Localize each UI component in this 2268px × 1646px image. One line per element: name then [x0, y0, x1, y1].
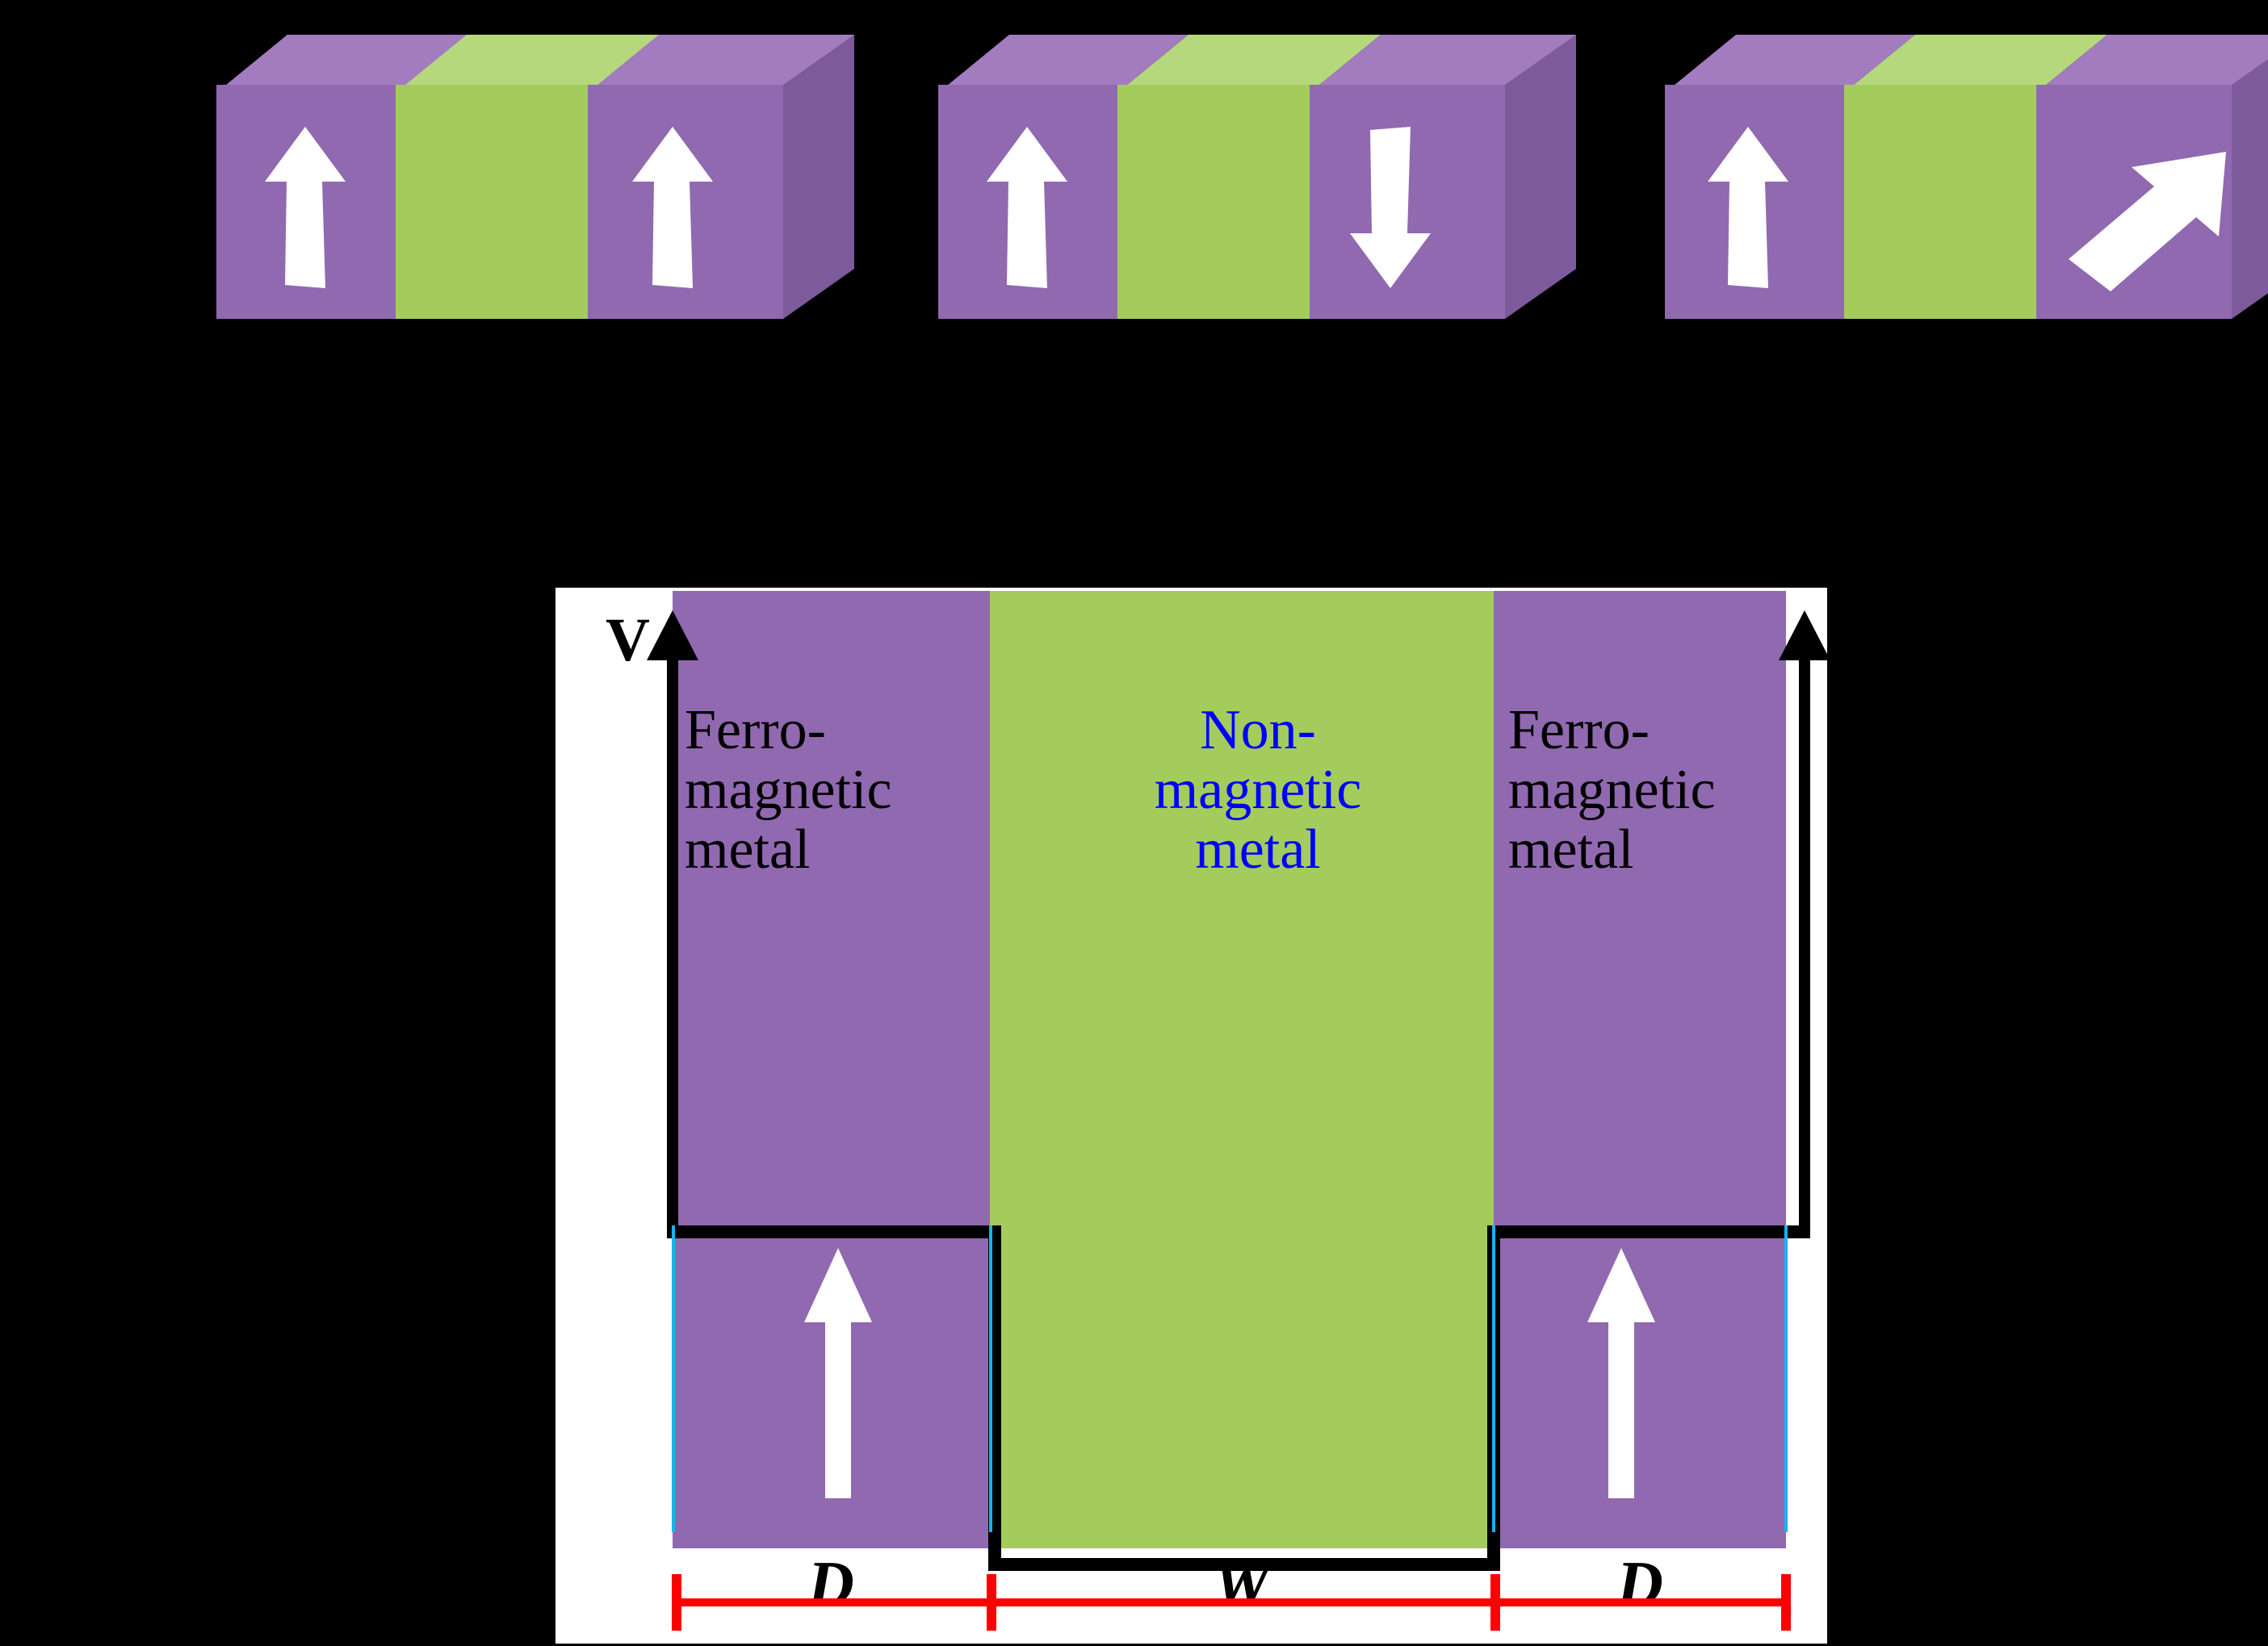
guide-line-right — [1784, 1225, 1788, 1532]
axis-label-v: V — [606, 606, 650, 674]
cube-canted — [1665, 35, 2268, 319]
guide-line-mid-left — [989, 1225, 992, 1532]
right-ferromagnet-band — [1494, 591, 1786, 1548]
arrow-up-icon — [987, 127, 1067, 288]
guide-line-left — [672, 1225, 675, 1532]
cube-parallel — [216, 35, 854, 319]
cube-canted-side — [2232, 59, 2268, 319]
arrow-up-icon — [265, 127, 346, 288]
arrow-down-icon — [1350, 127, 1431, 288]
left-ferromagnet-label-line2: magnetic — [685, 759, 892, 822]
cube-parallel-side — [783, 35, 854, 319]
nonmagnetic-label-line1: Non- — [1200, 699, 1316, 761]
dimension-tick-2 — [1490, 1574, 1500, 1631]
cube-antiparallel-side — [1505, 35, 1576, 319]
dimension-tick-1 — [987, 1574, 996, 1631]
guide-line-mid-right — [1492, 1225, 1495, 1532]
cube-parallel-spacer — [396, 85, 588, 319]
dimension-label-w: W — [1213, 1549, 1271, 1620]
right-ferromagnet-label-line3: metal — [1508, 819, 1634, 882]
cube-antiparallel-lid — [938, 35, 1576, 93]
nonmagnetic-band — [990, 591, 1494, 1548]
potential-well-curve — [647, 610, 1830, 1571]
right-spin-arrow-up-icon — [1587, 1248, 1655, 1498]
nonmagnetic-label-line3: metal — [1195, 819, 1321, 882]
left-ferromagnet-label: Ferro- magnetic metal — [685, 699, 991, 882]
left-ferromagnet-label-line1: Ferro- — [685, 699, 826, 761]
arrow-up-right-icon — [2069, 152, 2226, 291]
dimension-label-d-left: D — [807, 1549, 854, 1620]
potential-profile-panel: V Ferro- magnetic metal Non- magnetic me… — [555, 588, 1830, 1644]
left-spin-arrow-up-icon — [804, 1248, 872, 1498]
right-ferromagnet-label: Ferro- magnetic metal — [1508, 699, 1815, 882]
dimension-line — [673, 1598, 1788, 1606]
left-ferromagnet-label-line3: metal — [685, 819, 811, 882]
nonmagnetic-label: Non- magnetic metal — [1016, 699, 1500, 882]
cube-antiparallel — [938, 35, 1576, 319]
cube-canted-spacer — [1844, 85, 2036, 319]
arrow-up-icon — [1708, 127, 1788, 288]
cube-canted-lid — [1665, 35, 2268, 93]
cube-parallel-lid — [216, 35, 854, 93]
cube-antiparallel-spacer — [1117, 85, 1310, 319]
dimension-tick-3 — [1781, 1574, 1791, 1631]
nonmagnetic-label-line2: magnetic — [1154, 759, 1362, 822]
dimension-label-d-right: D — [1616, 1549, 1663, 1620]
arrow-up-icon — [632, 127, 713, 288]
right-ferromagnet-label-line1: Ferro- — [1508, 699, 1650, 761]
dimension-tick-0 — [672, 1574, 681, 1631]
right-ferromagnet-label-line2: magnetic — [1508, 759, 1716, 822]
